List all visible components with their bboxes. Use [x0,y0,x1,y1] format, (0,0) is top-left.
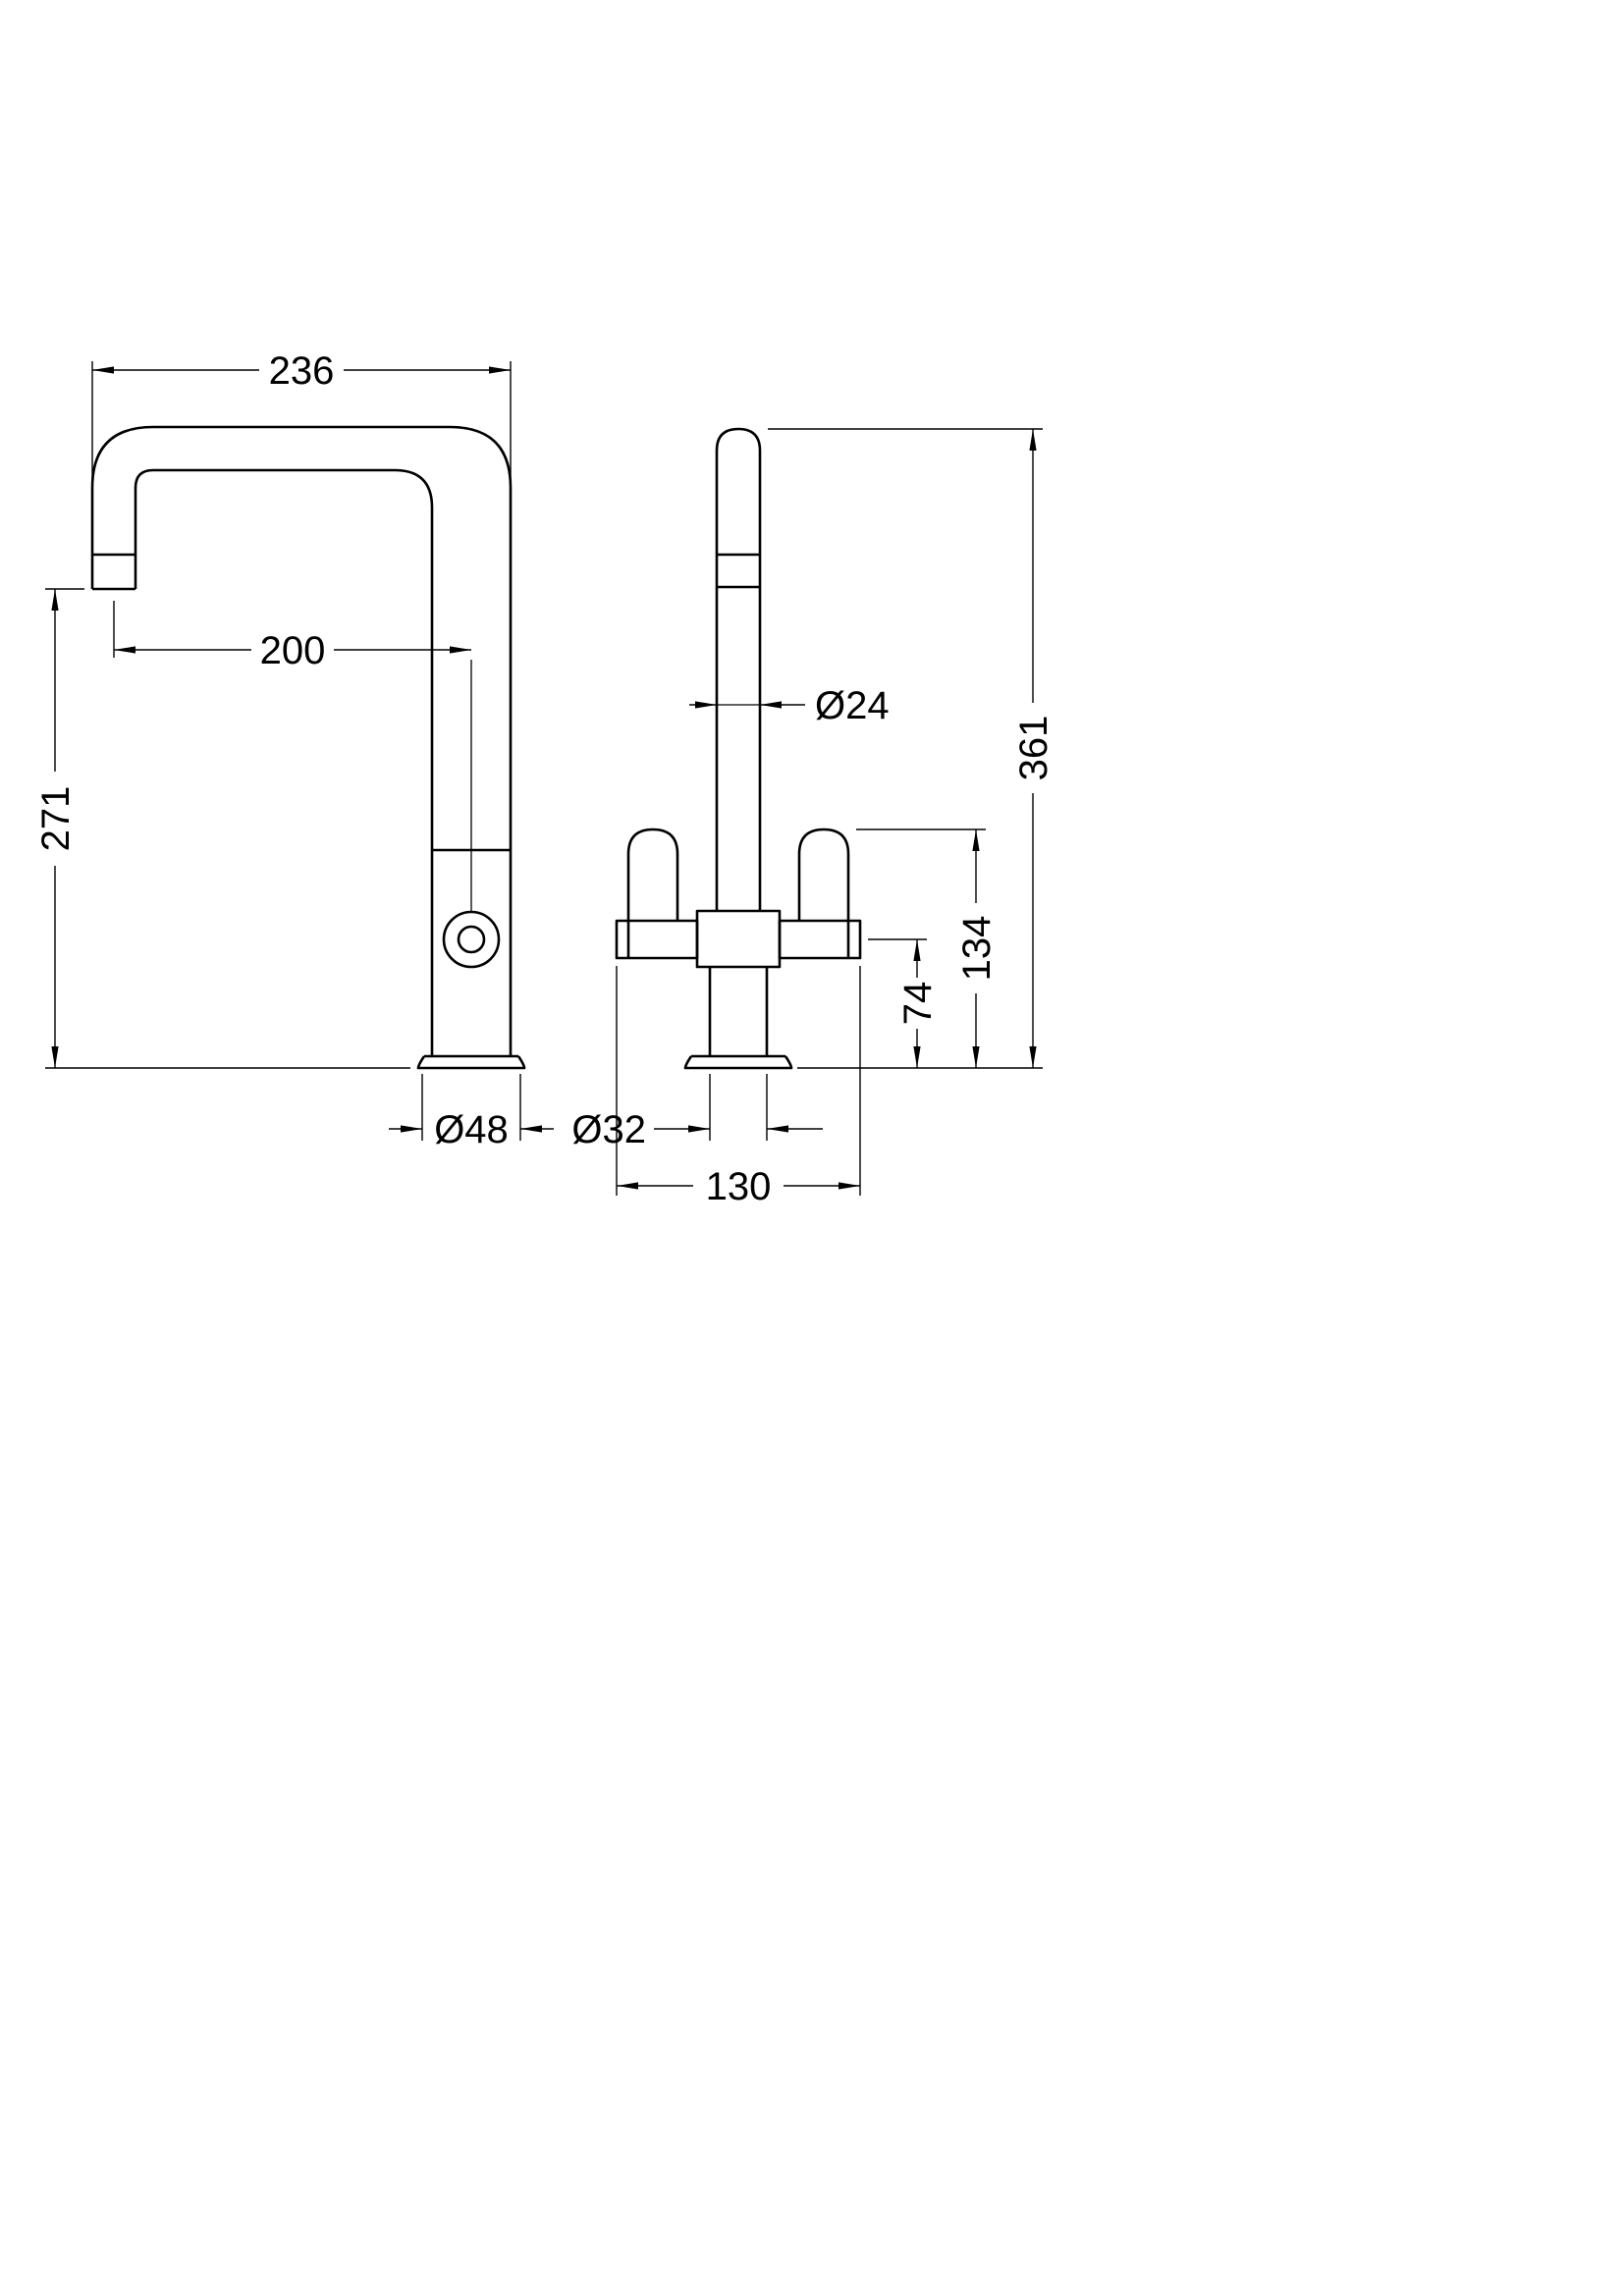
dim-handle-height: 134 [856,828,999,1068]
left-handle-grip [626,828,679,921]
dim-spout-height: 271 [34,588,410,1069]
lower-column [708,967,769,1056]
spout-outer-contour [90,425,513,1056]
handle-knob-inner [457,925,486,954]
spout-column [715,427,762,911]
left-handle-hub [615,919,699,960]
spout-outlet [92,553,135,591]
spout-inner-contour [134,468,434,1056]
dim-spout-reach: 200 [113,601,471,672]
dimensions: 236 200 271 Ø48 [34,349,1055,1208]
dim-overall-width-value: 236 [269,349,335,393]
dim-overall-height: 361 [768,428,1055,1069]
dim-handle-centre-height-value: 74 [896,982,940,1026]
dim-overall-width: 236 [91,349,512,481]
dim-base-diameter-side-value: Ø48 [434,1108,509,1151]
dim-overall-height-value: 361 [1012,716,1055,781]
dim-spout-height-value: 271 [34,786,78,852]
right-handle-hub [778,919,862,960]
dim-base-diameter-front: Ø32 [571,1074,823,1151]
dim-base-diameter-side: Ø48 [389,1074,554,1151]
dim-handle-span: 130 [616,966,861,1208]
base-flange-front [683,1054,793,1070]
side-view [90,425,526,1070]
dim-handle-span-value: 130 [706,1165,772,1208]
dim-base-diameter-front-value: Ø32 [571,1108,646,1151]
dim-spout-reach-value: 200 [260,629,326,672]
column-collar [717,553,760,589]
right-handle-grip [797,828,850,921]
front-view [615,427,862,1070]
dim-handle-height-value: 134 [955,916,999,982]
base-flange-side [416,1054,526,1070]
handle-knob-outer [442,910,501,969]
dim-handle-centre-height: 74 [868,938,940,1068]
body-block [695,909,782,969]
dim-column-diameter: Ø24 [689,684,890,727]
dim-column-diameter-value: Ø24 [815,684,890,727]
